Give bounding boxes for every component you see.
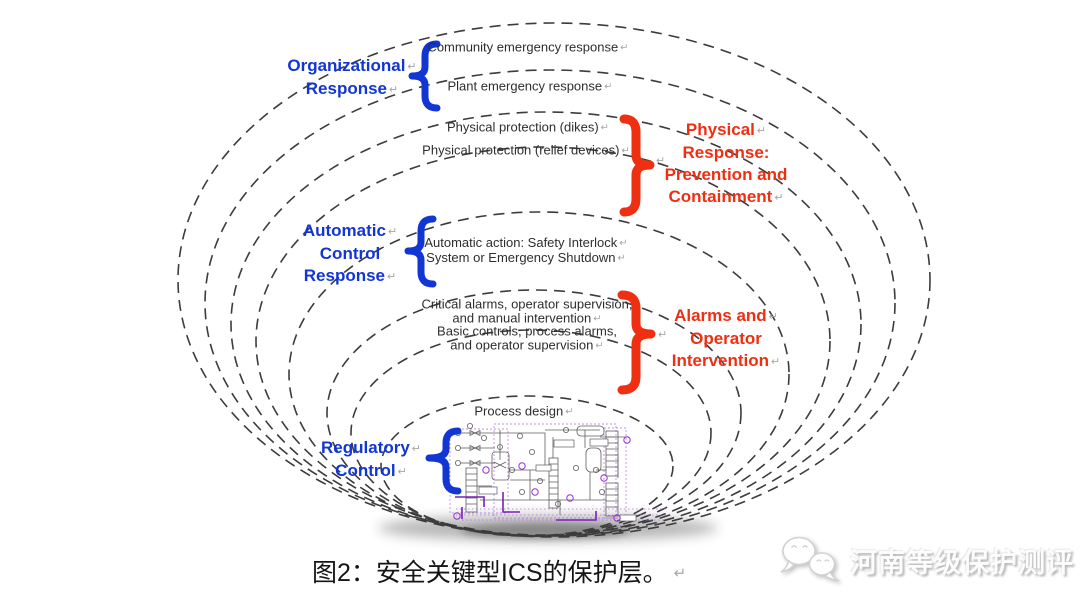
ring-label-critical-alarms: Critical alarms, operator supervision, a… xyxy=(421,296,633,326)
annotation-physical-response: Physical↵ Response: Prevention and Conta… xyxy=(664,120,788,206)
alarms-intervention-brace xyxy=(617,290,656,395)
return-mark: ↵ xyxy=(387,271,397,283)
figure-caption: 图2：安全关键型ICS的保护层。 ↵ xyxy=(312,553,686,589)
ring-1-community xyxy=(177,22,931,538)
return-mark: ↵ xyxy=(617,253,626,264)
return-mark: ↵ xyxy=(619,238,628,249)
return-mark: ↵ xyxy=(389,84,399,96)
return-mark: ↵ xyxy=(673,565,687,582)
return-mark: ↵ xyxy=(756,125,767,137)
ring-3-dikes xyxy=(230,111,862,537)
return-mark: ↵ xyxy=(565,406,574,418)
automatic-control-brace xyxy=(404,215,437,288)
ring-8-process xyxy=(380,395,674,537)
ring-label-plant-emergency-response: Plant emergency response↵ xyxy=(447,78,613,94)
ring-label-process-design: Process design↵ xyxy=(474,403,574,419)
watermark: 河南等级保护测评 xyxy=(778,534,1074,586)
ring-label-automatic-action: Automatic action: Safety Interlock↵ Syst… xyxy=(424,235,628,265)
annotation-regulatory-control: Regulatory↵ Control↵ xyxy=(320,438,422,480)
return-mark: ↵ xyxy=(407,61,417,73)
annotation-alarms-operator-intervention: Alarms and↵ Operator Intervention↵ xyxy=(671,306,781,370)
watermark-text: 河南等级保护测评 xyxy=(850,547,1074,578)
annotation-automatic-control-response: Automatic↵ Control Response↵ xyxy=(302,221,398,285)
return-mark: ↵ xyxy=(771,356,781,368)
physical-response-brace xyxy=(619,114,655,217)
ring-label-community-emergency-response: Community emergency response↵ xyxy=(427,39,629,55)
return-mark: ↵ xyxy=(387,226,398,238)
return-mark: ↵ xyxy=(604,81,613,93)
return-mark: ↵ xyxy=(768,311,778,323)
regulatory-control-brace xyxy=(425,427,462,495)
return-mark: ↵ xyxy=(411,443,422,455)
wechat-speech-bubbles-icon xyxy=(780,536,840,582)
return-mark: ↵ xyxy=(595,340,604,352)
return-mark: ↵ xyxy=(620,42,629,54)
return-mark: ↵ xyxy=(397,466,407,478)
return-mark: ↵ xyxy=(600,122,610,134)
return-mark: ↵ xyxy=(774,192,784,204)
return-mark: ↵ xyxy=(593,313,602,325)
process-flow-diagram xyxy=(449,422,668,522)
annotation-organizational-response: Organizational↵ Response↵ xyxy=(287,56,417,98)
return-mark: ↵ xyxy=(621,145,630,157)
return-mark: ↵ xyxy=(658,329,668,341)
ring-4-relief xyxy=(255,146,831,536)
return-mark: ↵ xyxy=(656,155,666,167)
ring-label-physical-protection-dikes: Physical protection (dikes)↵ xyxy=(446,119,610,135)
ring-label-basic-controls: Basic controls, process alarms, and oper… xyxy=(437,323,617,353)
ring-label-physical-protection-relief: Physical protection (relief devices)↵ xyxy=(422,142,630,158)
ring-6-critical xyxy=(326,289,742,537)
caption-text: 图2：安全关键型ICS的保护层。 xyxy=(312,559,668,587)
organizational-response-brace xyxy=(408,40,441,112)
